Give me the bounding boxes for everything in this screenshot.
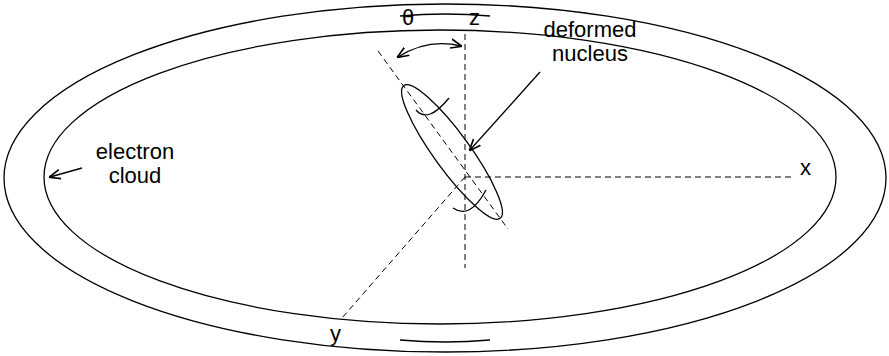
nucleus-leader — [470, 72, 540, 150]
z-axis — [465, 34, 466, 268]
part-label: deformed nucleus — [535, 18, 645, 66]
cloud-leader — [50, 168, 82, 177]
x-axis — [465, 177, 795, 178]
deformed-nucleus — [389, 75, 515, 229]
electron-cloud-outer — [4, 4, 886, 352]
nucleus-axis — [378, 51, 508, 229]
y-axis — [342, 177, 465, 318]
nucleus-ring-upper — [416, 98, 449, 115]
nucleus-ring-lower — [453, 190, 486, 211]
axis-label: x — [800, 156, 811, 180]
theta-arc — [398, 44, 461, 57]
angle-label: θ — [402, 6, 414, 30]
part-label: electron cloud — [80, 140, 190, 188]
axis-label: y — [330, 322, 341, 346]
axis-label: z — [469, 6, 480, 30]
electron-cloud-inner — [44, 30, 836, 324]
cloud-arc-bottom — [400, 340, 490, 342]
